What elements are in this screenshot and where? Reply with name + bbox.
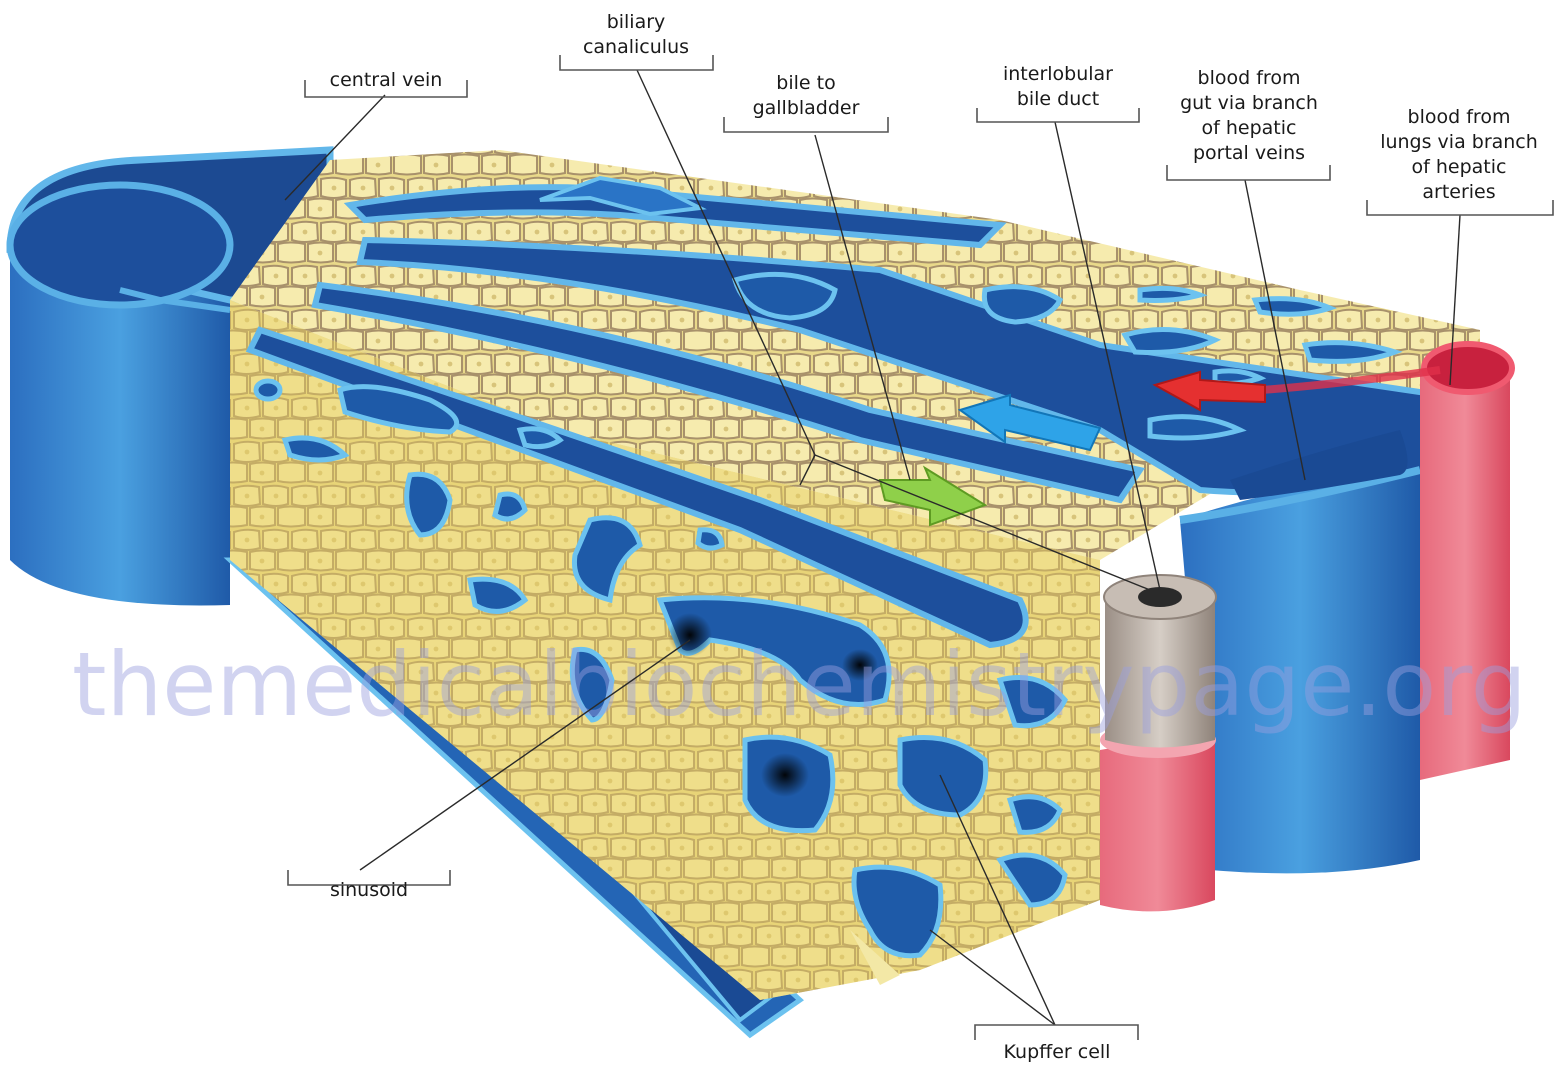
watermark-text: themedicalbiochemistrypage.org [72,633,1527,736]
label-sinusoid: sinusoid [330,879,408,901]
label-kupffer-cell: Kupffer cell [1004,1041,1111,1063]
label-hepatic-arteries-line1: blood from [1408,106,1511,128]
label-hepatic-arteries-line4: arteries [1422,181,1495,203]
label-hepatic-portal-line3: of hepatic [1202,117,1297,139]
label-hepatic-portal-line1: blood from [1198,67,1301,89]
label-biliary-canaliculus-line2: canaliculus [583,36,689,58]
label-biliary-canaliculus-line1: biliary [607,11,666,33]
label-bile-to-gallbladder-line2: gallbladder [753,97,860,119]
label-hepatic-arteries-line3: of hepatic [1412,156,1507,178]
interlobular-bile-duct [1100,575,1216,911]
label-bile-to-gallbladder-line1: bile to [776,72,835,94]
label-hepatic-portal-line4: portal veins [1193,142,1305,164]
label-hepatic-arteries-line2: lungs via branch [1380,131,1538,153]
label-interlobular-bile-duct-line1: interlobular [1003,63,1113,85]
label-hepatic-portal-line2: gut via branch [1180,92,1318,114]
label-central-vein: central vein [330,69,443,91]
label-interlobular-bile-duct-line2: bile duct [1017,88,1099,110]
